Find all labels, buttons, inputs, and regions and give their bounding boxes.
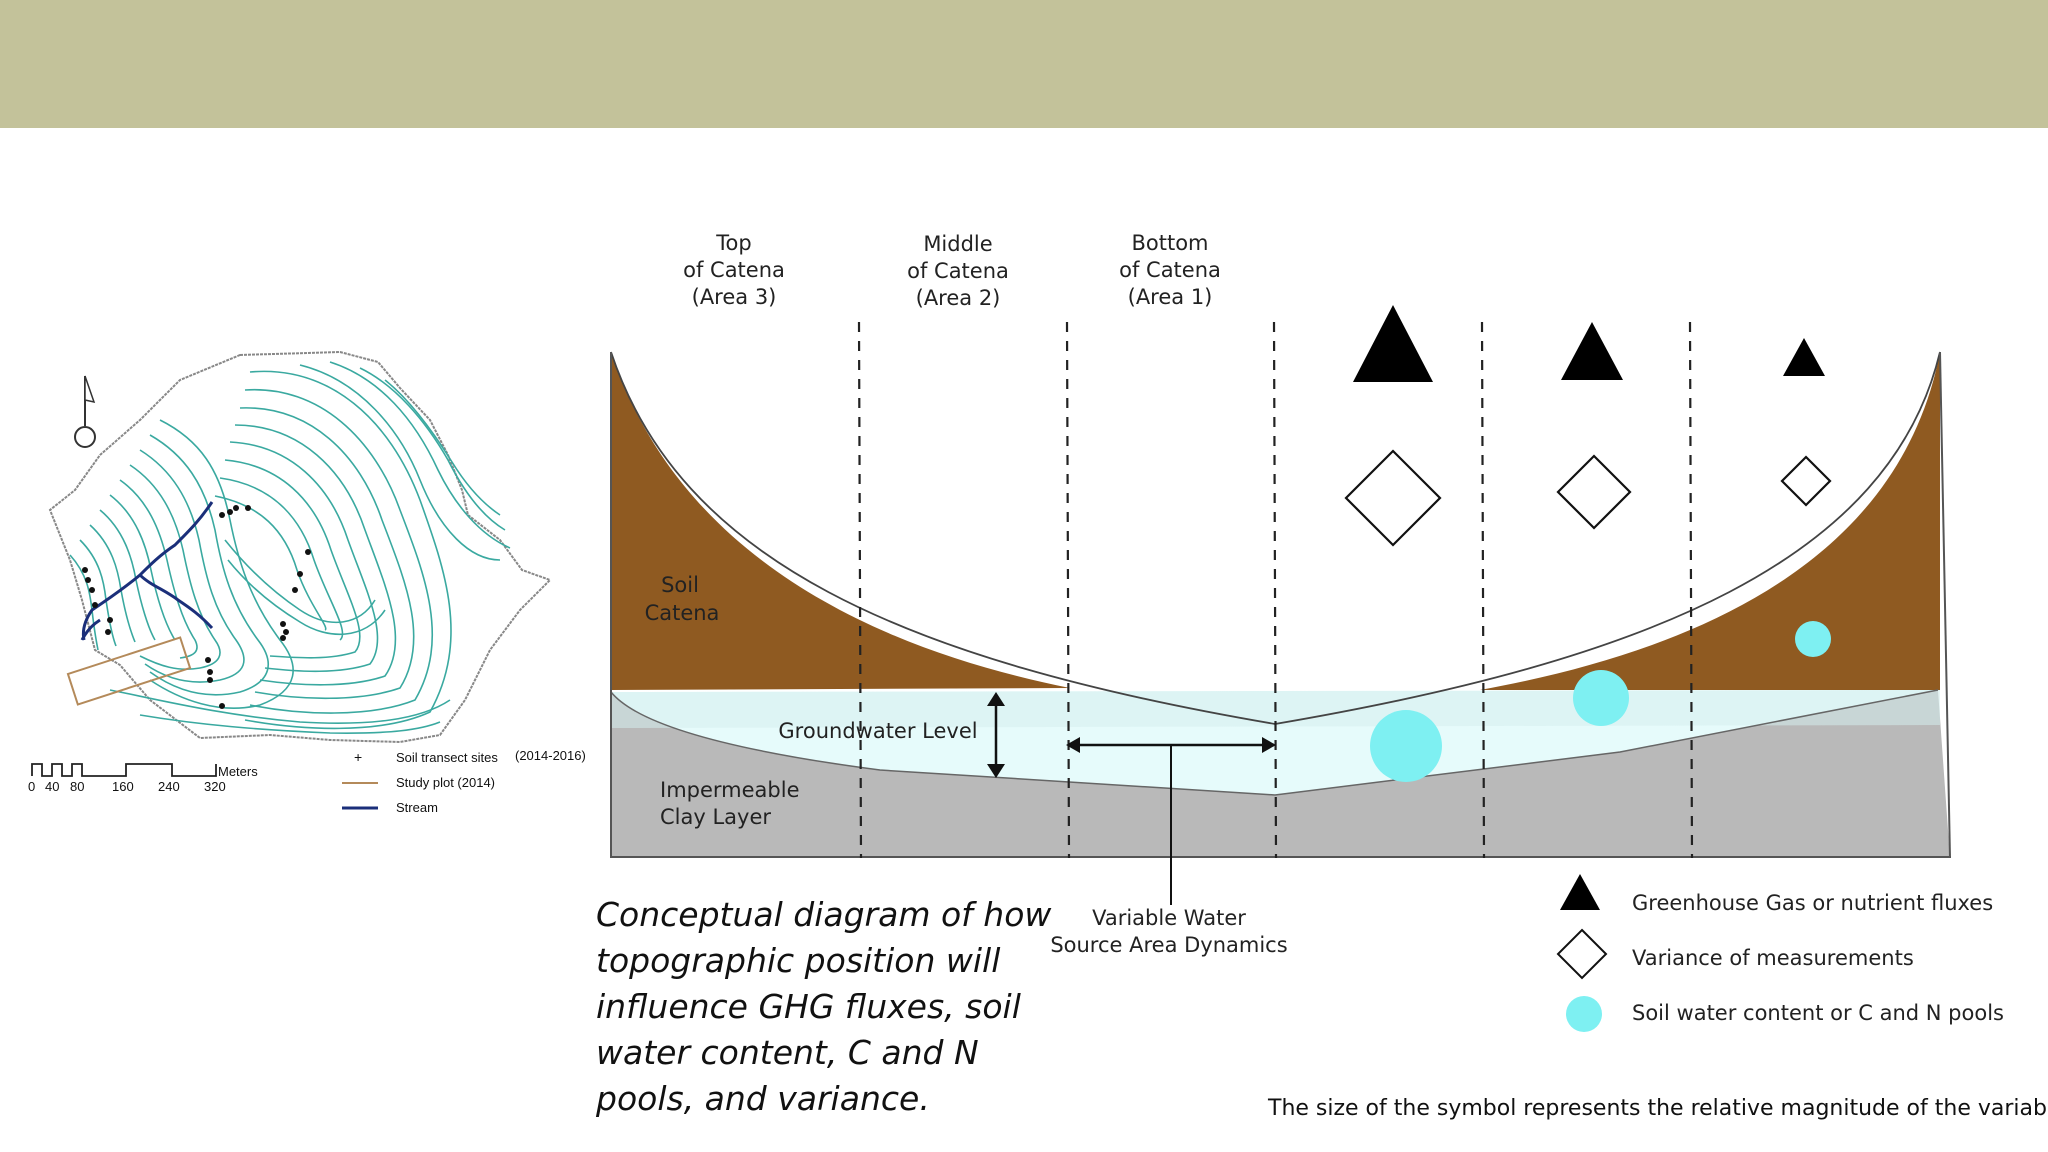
scale-tick: 40 — [45, 779, 59, 794]
diagram-frame-bottom — [611, 856, 1951, 858]
water-table-curve — [610, 689, 1939, 796]
soil-label-line2: Catena — [645, 601, 720, 625]
groundwater-level-arrow — [987, 692, 1005, 778]
zone-bottom-line3: (Area 1) — [1128, 285, 1213, 309]
circle-icon — [1573, 670, 1629, 726]
study-plot — [66, 636, 192, 706]
zone-top-line1: Top — [715, 231, 751, 255]
legend-variance: Variance of measurements — [1632, 946, 1914, 970]
scale-tick: 320 — [204, 779, 226, 794]
soil-right — [1480, 352, 1940, 690]
diamond-icon — [1556, 928, 1608, 980]
north-arrow-icon — [74, 375, 96, 448]
soil-left — [611, 352, 1070, 690]
scale-tick: 240 — [158, 779, 180, 794]
right-edge — [1939, 351, 1951, 859]
zone-bottom-line1: Bottom — [1131, 231, 1208, 255]
transect-site-markers — [82, 505, 311, 709]
diamond-icon — [1780, 455, 1832, 507]
zone-top-line2: of Catena — [683, 258, 785, 282]
zone-labels: Top of Catena (Area 3) Middle of Catena … — [683, 231, 1221, 310]
legend-fluxes: Greenhouse Gas or nutrient fluxes — [1632, 891, 1993, 915]
diamond-icon — [1344, 449, 1442, 547]
triangle-icon — [1560, 874, 1600, 910]
symbol-legend: Greenhouse Gas or nutrient fluxes Varian… — [1556, 874, 2004, 1032]
scale-tick: 80 — [70, 779, 84, 794]
circle-icon — [1566, 996, 1602, 1032]
scale-tick: 0 — [28, 779, 35, 794]
zone-middle-line1: Middle — [923, 232, 992, 256]
footnote: The size of the symbol represents the re… — [1268, 1096, 2048, 1121]
legend-pools: Soil water content or C and N pools — [1632, 1001, 2004, 1025]
clay-layer — [611, 690, 1950, 858]
figure-caption: Conceptual diagram of how topographic po… — [596, 895, 1052, 1118]
map-legend-sites-years: (2014-2016) — [515, 748, 586, 763]
zone-top-line3: (Area 3) — [692, 285, 777, 309]
map-legend: + Soil transect sites (2014-2016) Study … — [342, 748, 586, 815]
circle-icon — [1370, 710, 1442, 782]
source-area-label: Variable Water Source Area Dynamics — [1050, 906, 1287, 957]
clay-label-line1: Impermeable — [660, 778, 800, 802]
source-area-line1: Variable Water — [1092, 906, 1246, 930]
title-banner — [0, 0, 2048, 128]
cross-marker-icon: + — [354, 749, 362, 765]
scale-unit: Meters — [218, 764, 258, 779]
map-legend-study-plot: Study plot (2014) — [396, 775, 495, 790]
scale-bar — [31, 763, 217, 777]
source-area-line2: Source Area Dynamics — [1050, 933, 1287, 957]
flux-triangles — [1353, 305, 1825, 382]
variance-diamonds — [1344, 449, 1832, 547]
scale-tick: 160 — [112, 779, 134, 794]
catena-diagram: Top of Catena (Area 3) Middle of Catena … — [610, 231, 1951, 957]
zone-bottom-line2: of Catena — [1119, 258, 1221, 282]
zone-middle-line2: of Catena — [907, 259, 1009, 283]
zone-middle-line3: (Area 2) — [916, 286, 1001, 310]
circle-icon — [1795, 621, 1831, 657]
diamond-icon — [1556, 454, 1632, 530]
scale-ticks: 0 40 80 160 240 320 — [28, 779, 226, 794]
clay-label-line2: Clay Layer — [660, 805, 771, 829]
watershed-map: Meters 0 40 80 160 240 320 + Soil transe… — [28, 350, 586, 815]
water-pool-circles — [1370, 621, 1831, 782]
map-legend-sites: Soil transect sites — [396, 750, 498, 765]
triangle-icon — [1353, 305, 1433, 382]
triangle-icon — [1783, 338, 1825, 376]
layer-labels: Soil Catena — [645, 573, 720, 625]
groundwater-label: Groundwater Level — [778, 719, 977, 743]
clay-label: Impermeable Clay Layer — [660, 778, 800, 829]
source-area-arrow — [1066, 737, 1276, 905]
watershed-boundary — [48, 350, 552, 744]
zone-dividers — [857, 321, 1694, 859]
triangle-icon — [1561, 322, 1623, 380]
stream — [80, 501, 214, 641]
soil-label-line1: Soil — [661, 573, 699, 597]
map-legend-stream: Stream — [396, 800, 438, 815]
